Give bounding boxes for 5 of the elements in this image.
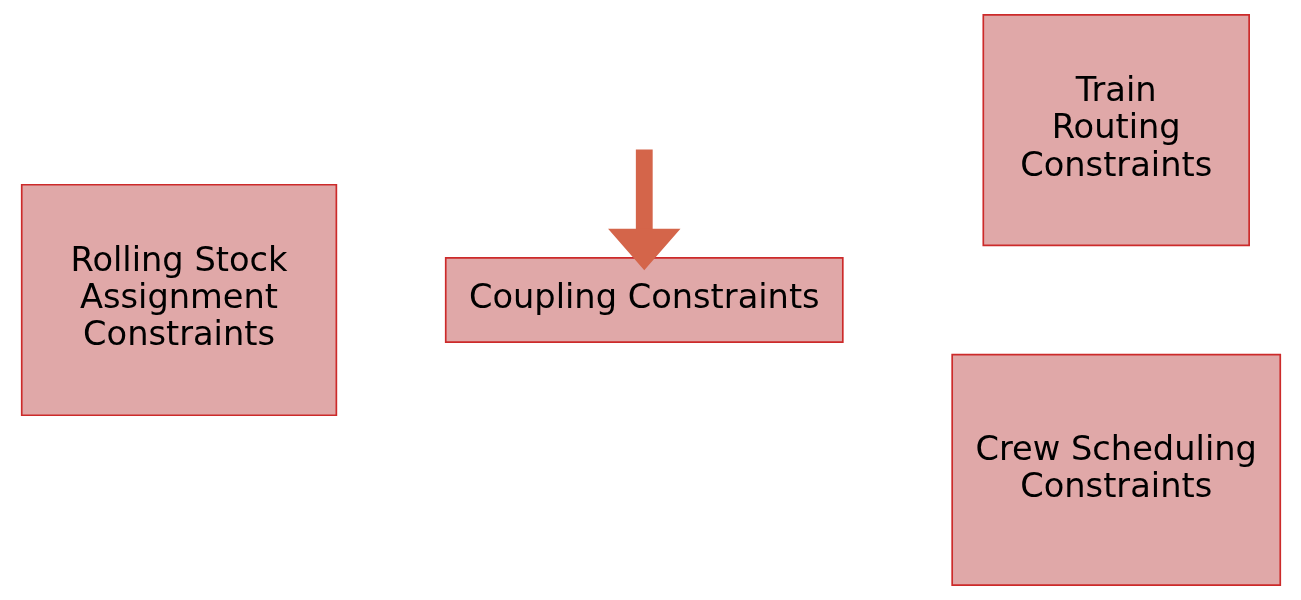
node-box: Train Routing Constraints — [981, 13, 1250, 247]
node-box: Rolling Stock Assignment Constraints — [20, 183, 337, 417]
node-box: Coupling Constraints — [444, 257, 844, 343]
node-box: Crew Scheduling Constraints — [950, 353, 1281, 587]
arrow — [607, 149, 680, 271]
